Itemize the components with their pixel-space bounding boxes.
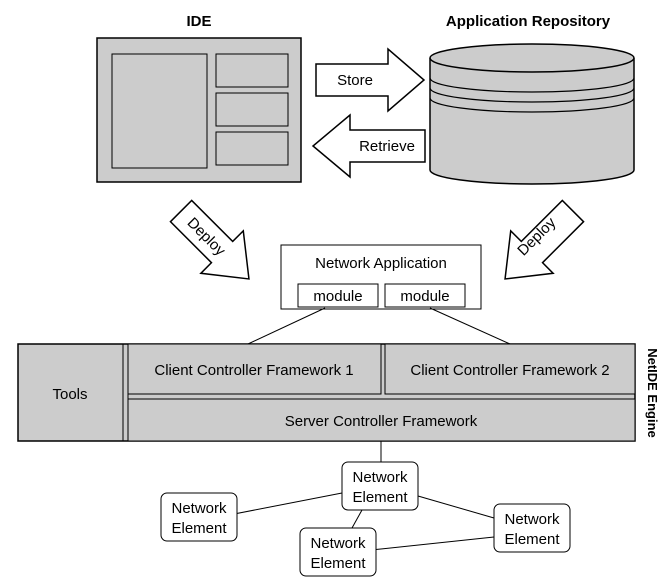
client-framework-2-label: Client Controller Framework 2 bbox=[410, 362, 609, 379]
network-application-box: Network Application module module bbox=[280, 244, 482, 310]
store-arrow: Store bbox=[315, 47, 426, 113]
netide-engine: Tools Client Controller Framework 1 Clie… bbox=[17, 343, 636, 442]
client-framework-1-label: Client Controller Framework 1 bbox=[154, 362, 353, 379]
module-label-1: module bbox=[313, 288, 362, 305]
deploy-arrow-right bbox=[504, 199, 585, 280]
repository-cylinder bbox=[429, 43, 635, 185]
network-element-4: Network Element bbox=[299, 527, 377, 577]
server-framework-label: Server Controller Framework bbox=[285, 413, 478, 430]
retrieve-arrow: Retrieve bbox=[311, 113, 426, 179]
network-element-2: Network Element bbox=[160, 492, 238, 542]
netide-engine-label: NetIDE Engine bbox=[645, 348, 660, 438]
deploy-arrow-left: Deploy bbox=[169, 199, 250, 280]
connector-module1-ccf1 bbox=[247, 307, 326, 345]
retrieve-label: Retrieve bbox=[359, 138, 415, 155]
network-application-title: Network Application bbox=[315, 255, 447, 272]
module-label-2: module bbox=[400, 288, 449, 305]
network-topology-links bbox=[228, 441, 495, 551]
module-box-2 bbox=[384, 283, 466, 308]
client-framework-2-box bbox=[384, 343, 636, 395]
network-element-4-line1: Network bbox=[310, 535, 366, 552]
network-element-1-line1: Network bbox=[352, 469, 408, 486]
module-box-1 bbox=[297, 283, 379, 308]
network-element-2-line2: Element bbox=[171, 520, 227, 537]
ide-title: IDE bbox=[186, 13, 211, 30]
ide-window bbox=[96, 37, 302, 183]
client-framework-1-box bbox=[127, 343, 382, 395]
network-element-3-line2: Element bbox=[504, 531, 560, 548]
tools-label: Tools bbox=[52, 386, 87, 403]
network-element-1: Network Element bbox=[341, 461, 419, 511]
repository-title: Application Repository bbox=[446, 13, 611, 30]
connector-module2-ccf2 bbox=[429, 307, 511, 345]
network-element-2-line1: Network bbox=[171, 500, 227, 517]
network-element-3-line1: Network bbox=[504, 511, 560, 528]
network-element-3: Network Element bbox=[493, 503, 571, 553]
network-element-4-line2: Element bbox=[310, 555, 366, 572]
network-element-1-line2: Element bbox=[352, 489, 408, 506]
server-framework-box bbox=[127, 398, 636, 442]
store-label: Store bbox=[337, 72, 373, 89]
